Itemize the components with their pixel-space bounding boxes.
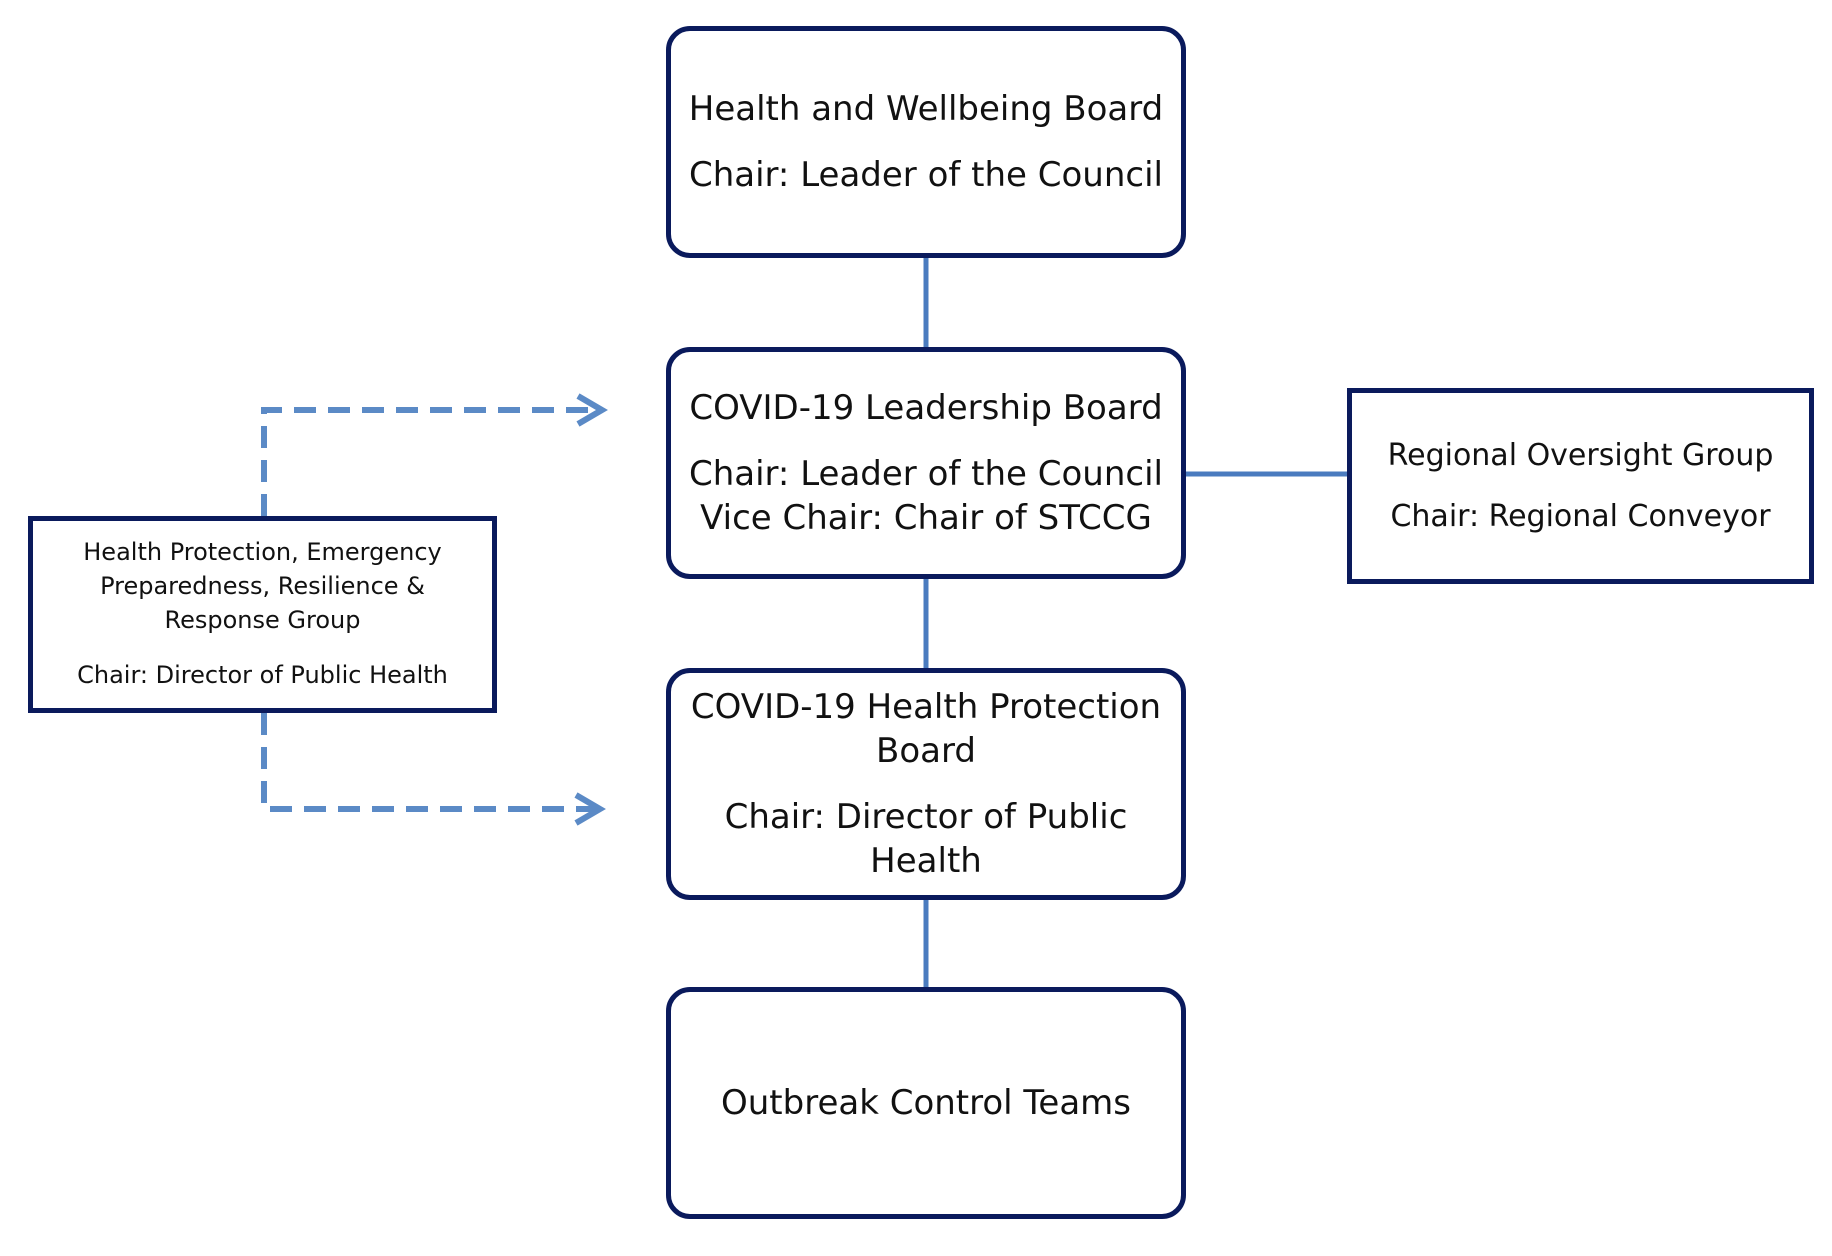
clb-chair: Chair: Leader of the Council — [688, 453, 1163, 494]
hpep-title-line2: Preparedness, Resilience & — [100, 571, 425, 600]
chpb-chair-line1: Chair: Director of Public — [724, 797, 1128, 837]
regional-oversight-group-box: Regional Oversight Group Chair: Regional… — [1347, 388, 1814, 584]
outbreak-control-teams-box: Outbreak Control Teams — [666, 987, 1186, 1219]
oct-title: Outbreak Control Teams — [721, 1082, 1131, 1123]
covid-health-protection-board-box: COVID-19 Health Protection Board Chair: … — [666, 668, 1186, 900]
hpep-chair: Chair: Director of Public Health — [77, 661, 448, 690]
rog-chair: Chair: Regional Conveyor — [1390, 499, 1771, 534]
rog-title: Regional Oversight Group — [1387, 438, 1774, 473]
dashed-arrowhead-to-leadership — [576, 393, 608, 427]
dashed-edge-to-leadership — [261, 407, 598, 516]
hwb-chair: Chair: Leader of the Council — [688, 155, 1163, 195]
clb-title: COVID-19 Leadership Board — [689, 387, 1163, 428]
hpep-title-line3: Response Group — [164, 605, 361, 634]
health-wellbeing-board-box: Health and Wellbeing Board Chair: Leader… — [666, 26, 1186, 258]
chpb-title-line1: COVID-19 Health Protection — [690, 686, 1162, 727]
hpep-title-line1: Health Protection, Emergency — [83, 538, 442, 567]
dashed-arrowhead-to-health-protection — [574, 792, 606, 826]
chpb-chair-line2: Health — [870, 841, 982, 882]
dashed-edge-to-health-protection — [261, 713, 596, 812]
chpb-title-line2: Board — [876, 730, 976, 771]
hwb-title: Health and Wellbeing Board — [688, 88, 1164, 129]
clb-vice-chair: Vice Chair: Chair of STCCG — [700, 498, 1152, 539]
health-protection-group-box: Health Protection, Emergency Preparednes… — [28, 516, 497, 713]
covid-leadership-board-box: COVID-19 Leadership Board Chair: Leader … — [666, 347, 1186, 579]
